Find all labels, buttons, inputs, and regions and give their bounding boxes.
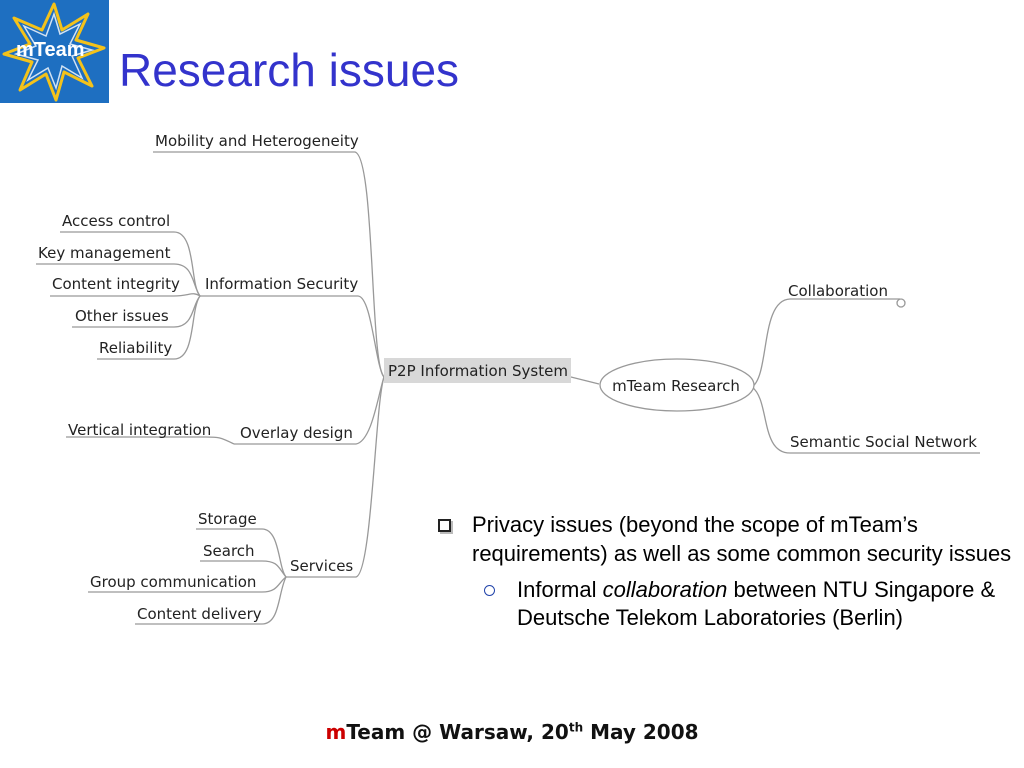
- circle-bullet-icon: [484, 585, 495, 596]
- leaf-other-issues: Other issues: [75, 307, 169, 325]
- central-node-label: mTeam Research: [612, 377, 740, 395]
- bullet-list: Privacy issues (beyond the scope of mTea…: [438, 510, 1013, 632]
- collapse-node-icon[interactable]: [896, 298, 906, 308]
- branch-semantic-social-network: Semantic Social Network: [790, 433, 977, 451]
- sub-bullet-collaboration: Informal collaboration between NTU Singa…: [484, 576, 1013, 632]
- sub-bullet-emphasis: collaboration: [602, 577, 728, 602]
- leaf-key-management: Key management: [38, 244, 171, 262]
- group-mobility: Mobility and Heterogeneity: [155, 132, 359, 150]
- bullet-privacy: Privacy issues (beyond the scope of mTea…: [438, 510, 1013, 568]
- page-title: Research issues: [119, 44, 460, 96]
- group-information-security: Information Security: [205, 275, 358, 293]
- leaf-content-delivery: Content delivery: [137, 605, 262, 623]
- star-logo-icon: mTeam: [2, 2, 106, 102]
- hub-node-label: P2P Information System: [388, 362, 568, 380]
- footer-sup: th: [568, 720, 584, 735]
- mteam-logo: mTeam: [0, 0, 109, 103]
- footer-text: Team @ Warsaw, 20: [346, 720, 569, 744]
- leaf-access-control: Access control: [62, 212, 170, 230]
- footer: mTeam @ Warsaw, 20th May 2008: [0, 720, 1024, 744]
- footer-brand-m: m: [325, 720, 347, 744]
- leaf-reliability: Reliability: [99, 339, 172, 357]
- branch-collaboration: Collaboration: [788, 282, 888, 300]
- footer-text-end: May 2008: [583, 720, 699, 744]
- group-overlay-design: Overlay design: [240, 424, 353, 442]
- leaf-content-integrity: Content integrity: [52, 275, 180, 293]
- central-node: [599, 358, 755, 412]
- mindmap-diagram: mTeam Research P2P Information System Co…: [36, 132, 980, 625]
- bullet-privacy-text: Privacy issues (beyond the scope of mTea…: [472, 512, 1012, 566]
- sub-bullet-text-start: Informal: [517, 577, 603, 602]
- hub-highlight: [384, 358, 571, 383]
- square-bullet-icon: [438, 519, 451, 532]
- group-services: Services: [290, 557, 353, 575]
- leaf-group-communication: Group communication: [90, 573, 256, 591]
- leaf-vertical-integration: Vertical integration: [68, 421, 211, 439]
- leaf-storage: Storage: [198, 510, 257, 528]
- logo-text: mTeam: [16, 39, 85, 61]
- leaf-search: Search: [203, 542, 255, 560]
- sub-bullet-text-end: between NTU Singapore & Deutsche Telekom…: [517, 577, 996, 630]
